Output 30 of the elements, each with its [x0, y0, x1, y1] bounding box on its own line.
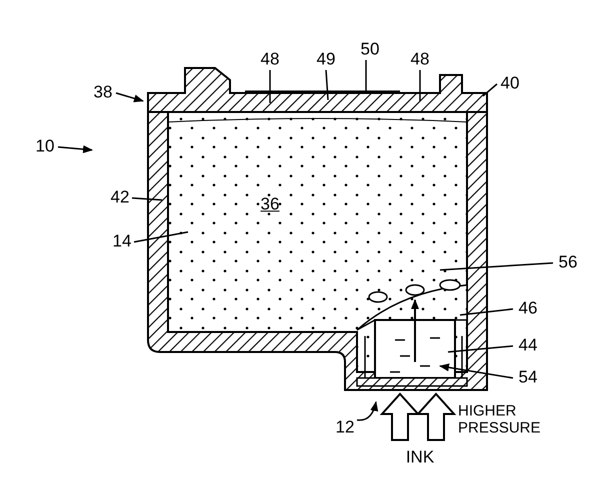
callout-number: 10: [36, 138, 54, 156]
callout-number: 50: [360, 40, 380, 60]
reference-number: 36: [260, 196, 280, 214]
leader-line: [356, 401, 378, 421]
leader-line: [419, 70, 421, 101]
leader-line: [482, 83, 498, 97]
callout-number: 14: [112, 232, 132, 252]
leader-line: [269, 70, 271, 103]
callout-number: 48: [260, 50, 280, 70]
leader-line: [325, 70, 329, 100]
callout-number: 54: [518, 368, 538, 388]
callout-number: 56: [558, 254, 578, 272]
leader-line: [460, 308, 514, 316]
leader-line: [365, 60, 367, 91]
note-text: INK: [406, 448, 434, 468]
callout-number: 48: [410, 50, 430, 70]
leader-line: [132, 197, 162, 201]
callout-number: 40: [500, 74, 520, 94]
leader-line: [440, 262, 554, 271]
callout-number: 49: [316, 50, 336, 70]
leader-line: [448, 345, 514, 353]
leader-line: [439, 364, 514, 379]
note-text: HIGHER PRESSURE: [458, 404, 542, 436]
callout-number: 42: [110, 188, 130, 208]
callout-number: 46: [518, 300, 538, 318]
callout-number: 44: [518, 336, 538, 356]
leader-line: [58, 145, 93, 154]
callout-number: 12: [336, 418, 354, 438]
leader-line: [116, 92, 144, 102]
callout-number: 38: [94, 84, 112, 102]
